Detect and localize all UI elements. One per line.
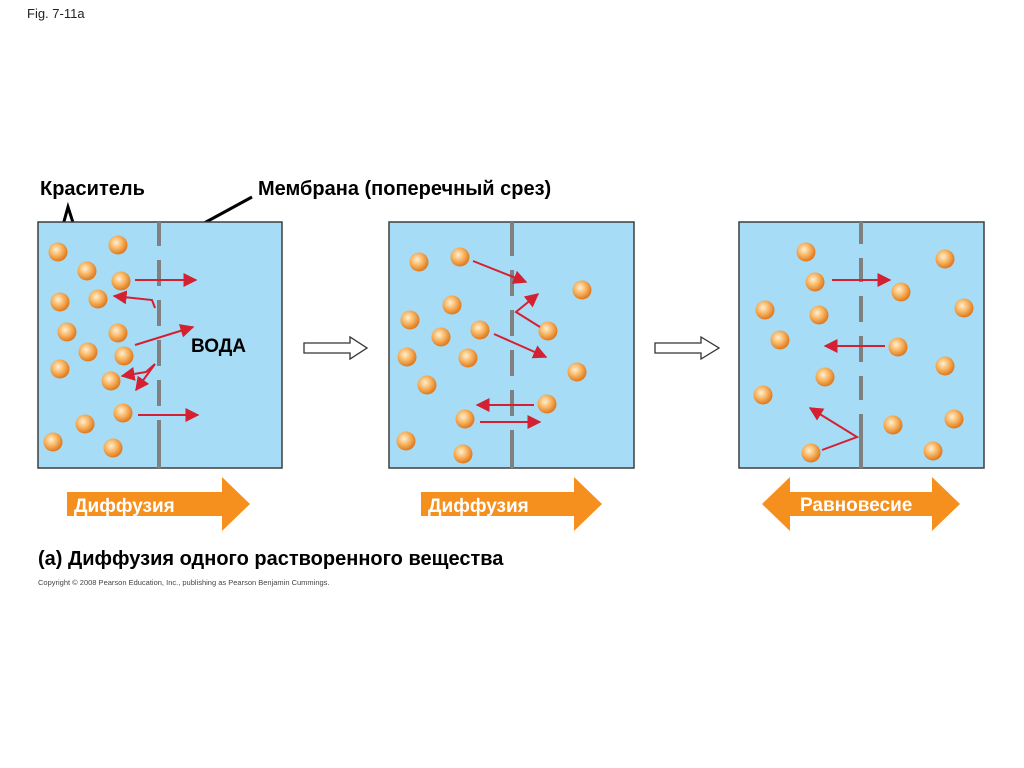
dye-particles (753, 242, 974, 463)
dye-particle (537, 394, 557, 414)
equilibrium-arrow-label: Равновесие (800, 495, 912, 516)
transition-arrow (654, 335, 721, 361)
dye-particles (43, 235, 134, 458)
dye-particle (57, 322, 77, 342)
dye-particle (108, 235, 128, 255)
dye-particle (417, 375, 437, 395)
copyright-notice: Copyright © 2008 Pearson Education, Inc.… (38, 578, 330, 587)
dye-particles (396, 247, 592, 464)
motion-arrows (472, 260, 548, 429)
water-label: ВОДА (191, 336, 246, 357)
dye-particle (753, 385, 773, 405)
water-box (388, 221, 635, 469)
dye-particle (48, 242, 68, 262)
dye-particle (43, 432, 63, 452)
transition-arrow (303, 335, 369, 361)
dye-particle (75, 414, 95, 434)
dye-particle (801, 443, 821, 463)
dye-particle (883, 415, 903, 435)
dye-particle (50, 292, 70, 312)
dye-particle (114, 346, 134, 366)
equilibrium-arrow: Равновесие (762, 477, 960, 531)
dye-particle (815, 367, 835, 387)
motion-arrows (112, 273, 200, 422)
dye-particle (805, 272, 825, 292)
dye-particle (888, 337, 908, 357)
dye-particle (77, 261, 97, 281)
dye-particle (455, 409, 475, 429)
panel-3 (738, 221, 985, 469)
panel-2 (388, 221, 635, 469)
diffusion-arrow-label: Диффузия (428, 496, 529, 517)
dye-particle (103, 438, 123, 458)
dye-particle (88, 289, 108, 309)
dye-particle (567, 362, 587, 382)
dye-particle (409, 252, 429, 272)
dye-particle (809, 305, 829, 325)
dye-particle (453, 444, 473, 464)
dye-particle (923, 441, 943, 461)
dye-particle (944, 409, 964, 429)
dye-particle (450, 247, 470, 267)
dye-particle (431, 327, 451, 347)
dye-label: Краситель (40, 178, 145, 200)
dye-particle (935, 249, 955, 269)
dye-particle (111, 271, 131, 291)
figure-label: Fig. 7-11a (27, 6, 85, 21)
dye-particle (935, 356, 955, 376)
dye-particle (108, 323, 128, 343)
motion-arrows (808, 273, 892, 451)
panel-1: ВОДА (37, 221, 283, 469)
dye-particle (538, 321, 558, 341)
dye-particle (458, 348, 478, 368)
dye-particle (470, 320, 490, 340)
dye-particle (50, 359, 70, 379)
dye-particle (891, 282, 911, 302)
dye-particle (78, 342, 98, 362)
figure-caption: (a) Диффузия одного растворенного вещест… (38, 548, 504, 570)
dye-particle (396, 431, 416, 451)
dye-particle (113, 403, 133, 423)
dye-particle (796, 242, 816, 262)
dye-particle (954, 298, 974, 318)
dye-particle (442, 295, 462, 315)
dye-particle (400, 310, 420, 330)
diffusion-arrow-2: Диффузия (421, 477, 602, 531)
dye-particle (101, 371, 121, 391)
diffusion-arrow-label: Диффузия (74, 496, 175, 517)
diffusion-arrow-1: Диффузия (67, 477, 250, 531)
dye-particle (397, 347, 417, 367)
dye-particle (755, 300, 775, 320)
membrane-label: Мембрана (поперечный срез) (258, 178, 552, 200)
dye-particle (770, 330, 790, 350)
dye-particle (572, 280, 592, 300)
